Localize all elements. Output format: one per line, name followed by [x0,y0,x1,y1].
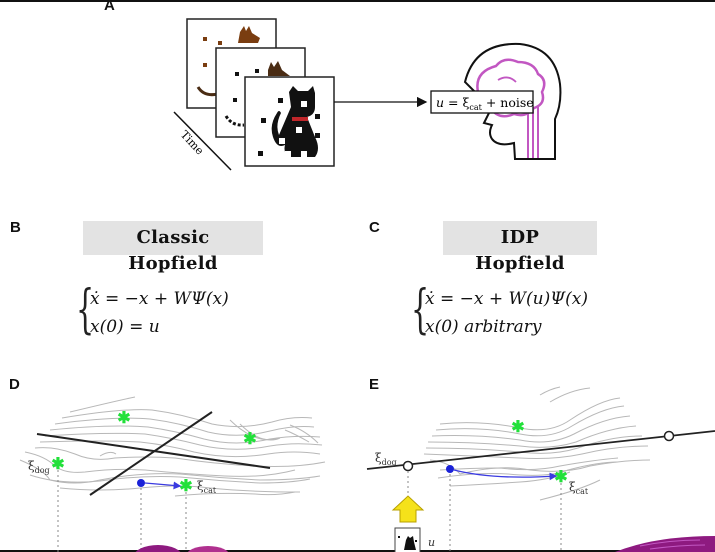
cat-attractor-icon: ✱ [179,476,192,495]
classic-hopfield-equations: { ẋ = −x + WΨ(x) x(0) = u [76,282,229,341]
cat-card-front [244,76,335,167]
classic-landscape [19,396,326,497]
panel-label-e: E [369,376,380,393]
idp-trajectory [453,469,558,481]
classic-projection-lines [57,470,187,552]
cat-attractor-icon: ✱ [554,467,567,486]
panel-label-c: C [369,219,380,236]
energy-surface-blob [615,536,715,552]
energy-surface-blob [187,546,229,552]
input-formula-box: u = ξcat + noise [430,90,534,114]
classic-eq-line-2: x(0) = u [90,317,160,337]
initial-state-dot [137,479,145,487]
time-arrow [173,111,232,171]
classic-hopfield-title: Classic Hopfield [83,221,263,274]
attractor-icon: ✱ [243,429,256,448]
panel-label-d: D [9,376,20,393]
input-u-thumbnail [394,527,421,552]
bottom-border [0,550,715,552]
idp-eq-line-1: ẋ = −x + W(u)Ψ(x) [425,289,588,309]
idp-hopfield-title: IDP Hopfield [443,221,597,274]
energy-surface-blob [135,545,181,552]
classic-trajectory [144,481,182,490]
dog-unstable-point [402,460,414,472]
attractor-icon: ✱ [511,417,524,436]
classic-xi-cat-label: ξcat [197,479,217,495]
idp-landscape [423,386,651,501]
idp-separatrix [366,430,715,470]
classic-attractors: ✱ ✱ ✱ ✱ [51,408,256,495]
idp-initial-state-dot [446,465,454,473]
idp-projection-lines [407,471,562,552]
input-up-arrow [391,495,425,523]
classic-eq-line-1: ẋ = −x + WΨ(x) [90,289,229,309]
classic-xi-dog-label: ξdog [28,459,50,475]
image-sequence: Time [173,18,335,171]
classic-separatrices [36,411,271,496]
input-formula: u = ξcat + noise [436,95,534,112]
dog-attractor-icon: ✱ [51,454,64,473]
brace-symbol: { [411,280,430,340]
unstable-point [663,430,675,442]
panel-label-a: A [104,0,115,14]
idp-xi-dog-label: ξdog [375,451,397,467]
attractor-icon: ✱ [117,408,130,427]
time-label: Time [178,128,206,157]
idp-eq-line-2: x(0) arbitrary [425,317,542,337]
panel-label-b: B [10,219,21,236]
brace-symbol: { [76,280,95,340]
u-label: u [428,536,435,549]
idp-xi-cat-label: ξcat [569,480,589,496]
top-border [0,0,715,2]
idp-hopfield-equations: { ẋ = −x + W(u)Ψ(x) x(0) arbitrary [411,282,588,341]
surface-mesh-lines [639,539,706,550]
